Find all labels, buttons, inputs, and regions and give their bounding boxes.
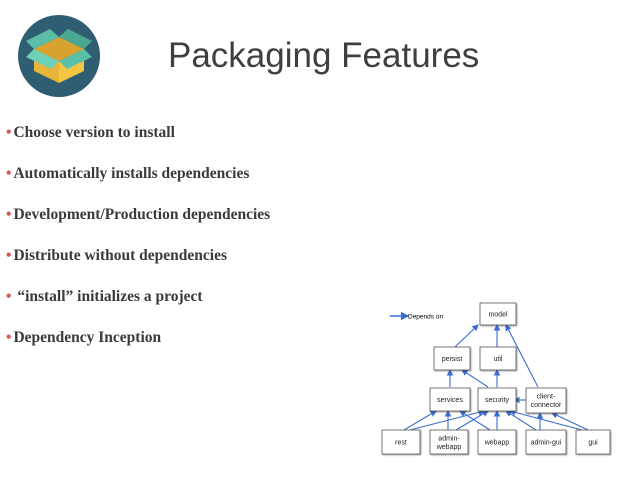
slide-title: Packaging Features — [168, 36, 480, 75]
bullet-text: Choose version to install — [13, 124, 175, 141]
node-label: client- — [537, 394, 556, 401]
bullet-item: •Automatically installs dependencies — [6, 165, 270, 206]
bullet-item: •Dependency Inception — [6, 329, 270, 370]
node-label: persist — [442, 356, 463, 363]
bullet-list: •Choose version to install •Automaticall… — [6, 124, 270, 370]
bullet-marker: • — [6, 247, 12, 264]
node-security — [477, 387, 517, 412]
bullet-text: Automatically installs dependencies — [13, 165, 250, 182]
node-label: admin- — [438, 436, 460, 443]
node-label: webapp — [436, 444, 462, 451]
bullet-marker: • — [6, 288, 12, 305]
bullet-marker: • — [6, 329, 12, 346]
node-label: gui — [588, 440, 598, 447]
node-services — [429, 387, 471, 412]
node-admin-gui — [525, 429, 567, 455]
bullet-text: Dependency Inception — [13, 329, 162, 346]
bullet-text: “install” initializes a project — [13, 288, 203, 305]
dependency-arrows — [403, 323, 589, 431]
node-label: services — [437, 397, 463, 404]
bullet-item: • “install” initializes a project — [6, 288, 270, 329]
node-admin-webapp — [429, 429, 469, 455]
node-label: admin-gui — [531, 440, 562, 447]
node-rest — [381, 429, 421, 455]
legend-label: Depends on — [408, 314, 443, 321]
node-label: connector — [531, 402, 562, 409]
node-gui — [575, 429, 611, 455]
node-client-connector — [525, 387, 567, 414]
bullet-item: •Development/Production dependencies — [6, 206, 270, 247]
open-box-icon — [18, 15, 100, 97]
node-label: rest — [395, 440, 407, 447]
bullet-marker: • — [6, 206, 12, 223]
node-webapp — [477, 429, 517, 455]
node-label: webapp — [484, 440, 510, 447]
node-label: model — [488, 312, 508, 319]
bullet-item: •Distribute without dependencies — [6, 247, 270, 288]
bullet-marker: • — [6, 124, 12, 141]
node-label: security — [485, 397, 510, 404]
node-persist — [433, 346, 471, 371]
bullet-marker: • — [6, 165, 12, 182]
node-model — [479, 302, 517, 326]
dependency-diagram: Depends on — [381, 302, 611, 455]
node-util — [479, 346, 517, 371]
bullet-text: Distribute without dependencies — [13, 247, 228, 264]
bullet-text: Development/Production dependencies — [13, 206, 271, 223]
bullet-item: •Choose version to install — [6, 124, 270, 165]
node-label: util — [494, 356, 503, 363]
